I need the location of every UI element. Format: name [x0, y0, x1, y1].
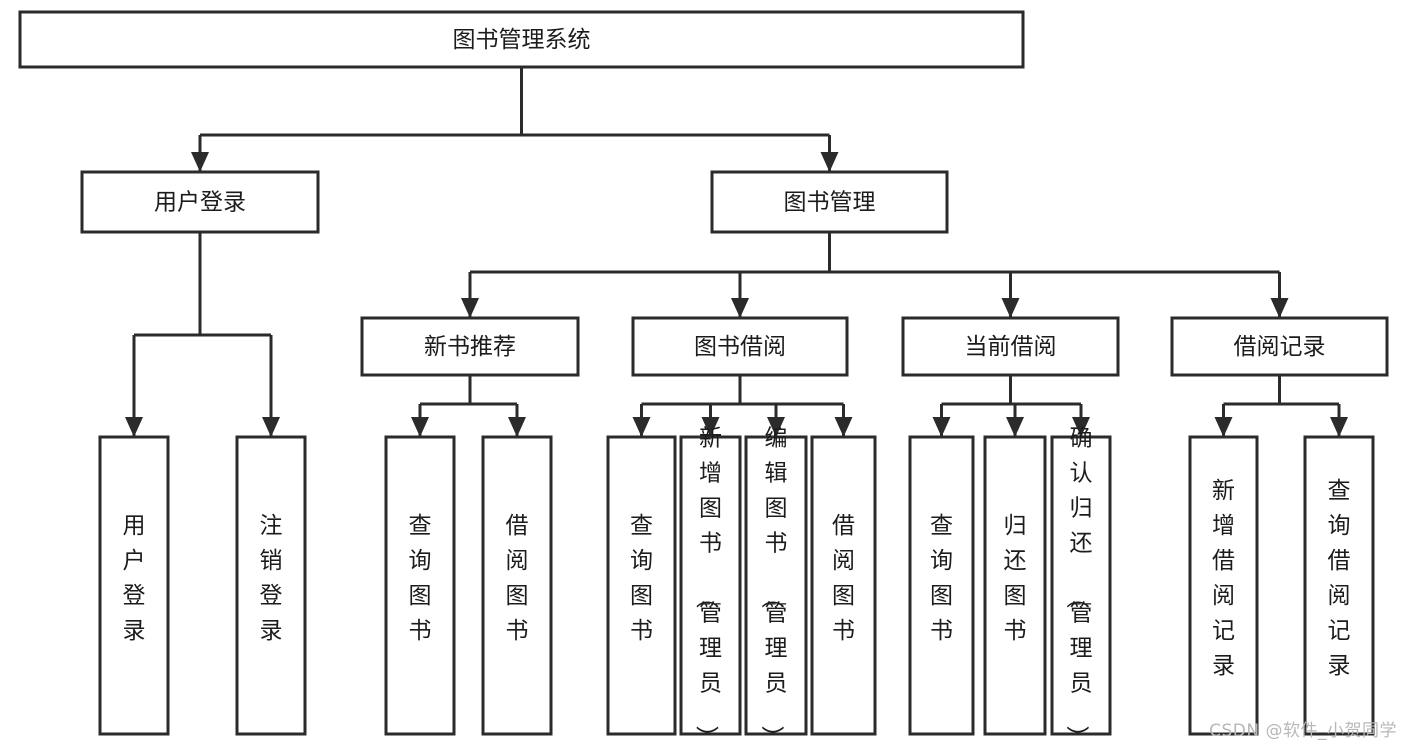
node-box — [908, 435, 975, 736]
arrow-head-icon — [932, 417, 951, 437]
node-label: 借阅记录 — [1234, 334, 1326, 360]
node-box — [1050, 435, 1112, 736]
node-label: 确认归还（管理员） — [1064, 426, 1093, 747]
arrow-head-icon — [125, 417, 143, 437]
node-label: 新书推荐 — [424, 334, 516, 360]
arrow-head-icon — [767, 417, 785, 437]
node-box — [631, 316, 849, 377]
node-box — [235, 435, 307, 736]
node-label: 新增借阅记录 — [1212, 478, 1235, 679]
node-label: 借阅图书 — [506, 513, 529, 644]
node-label: 查询借阅记录 — [1328, 478, 1351, 679]
node-leaf-query-book-3[interactable]: 查询图书 — [908, 435, 975, 736]
node-label: 借阅图书 — [832, 513, 855, 644]
node-layer: 图书管理系统用户登录图书管理新书推荐图书借阅当前借阅借阅记录用户登录注销登录查询… — [18, 10, 1389, 747]
node-label: 注销登录 — [260, 513, 283, 644]
node-leaf-query-book-1[interactable]: 查询图书 — [384, 435, 456, 736]
node-box — [360, 316, 580, 377]
node-label: 用户登录 — [123, 513, 146, 644]
node-label: 图书管理系统 — [453, 27, 591, 53]
node-label: 查询图书 — [630, 513, 653, 644]
node-box — [710, 170, 949, 234]
node-box — [1303, 435, 1375, 736]
node-l3-new-book-rec[interactable]: 新书推荐 — [360, 316, 580, 377]
arrow-head-icon — [632, 417, 651, 437]
arrow-head-icon — [701, 417, 720, 437]
node-leaf-query-record[interactable]: 查询借阅记录 — [1303, 435, 1375, 736]
arrow-head-icon — [834, 417, 853, 437]
arrow-head-icon — [731, 298, 749, 318]
node-label: 查询图书 — [930, 513, 953, 644]
node-l3-borrow-record[interactable]: 借阅记录 — [1170, 316, 1389, 377]
node-leaf-edit-book[interactable]: 编辑图书（管理员） — [744, 426, 808, 747]
arrow-head-icon — [1001, 298, 1020, 318]
node-leaf-user-login[interactable]: 用户登录 — [98, 435, 170, 736]
node-box — [606, 435, 677, 736]
node-root[interactable]: 图书管理系统 — [18, 10, 1025, 69]
node-box — [80, 170, 320, 234]
node-leaf-confirm-return[interactable]: 确认归还（管理员） — [1050, 426, 1112, 747]
node-box — [901, 316, 1120, 377]
arrow-head-icon — [508, 417, 526, 437]
node-box — [1170, 316, 1389, 377]
node-box — [384, 435, 456, 736]
arrow-head-icon — [262, 417, 280, 437]
node-leaf-borrow-book-1[interactable]: 借阅图书 — [481, 435, 553, 736]
node-leaf-borrow-book-2[interactable]: 借阅图书 — [810, 435, 877, 736]
node-l2-user-login[interactable]: 用户登录 — [80, 170, 320, 234]
node-l2-book-mgmt[interactable]: 图书管理 — [710, 170, 949, 234]
node-label: 图书借阅 — [694, 334, 786, 360]
node-leaf-add-record[interactable]: 新增借阅记录 — [1188, 435, 1259, 736]
node-label: 当前借阅 — [965, 334, 1057, 360]
arrow-head-icon — [461, 298, 479, 318]
arrow-head-icon — [1270, 298, 1289, 318]
node-box — [983, 435, 1047, 736]
node-leaf-return-book[interactable]: 归还图书 — [983, 435, 1047, 736]
node-label: 归还图书 — [1004, 513, 1027, 644]
node-box — [744, 435, 808, 736]
node-box — [98, 435, 170, 736]
node-l3-current-borrow[interactable]: 当前借阅 — [901, 316, 1120, 377]
arrow-head-icon — [191, 152, 209, 172]
node-l3-book-borrow[interactable]: 图书借阅 — [631, 316, 849, 377]
node-leaf-add-book[interactable]: 新增图书（管理员） — [679, 426, 742, 747]
watermark-text: CSDN @软件_小贺同学 — [1209, 721, 1397, 741]
arrow-head-icon — [1006, 417, 1024, 437]
node-leaf-query-book-2[interactable]: 查询图书 — [606, 435, 677, 736]
node-label: 图书管理 — [784, 190, 876, 216]
node-box — [18, 10, 1025, 69]
arrow-head-icon — [1214, 417, 1233, 437]
node-box — [679, 435, 742, 736]
connector-layer — [125, 67, 1348, 437]
node-box — [1188, 435, 1259, 736]
node-label: 用户登录 — [154, 190, 246, 216]
node-label: 查询图书 — [409, 513, 432, 644]
node-box — [481, 435, 553, 736]
node-label: 编辑图书（管理员） — [759, 426, 788, 747]
node-box — [810, 435, 877, 736]
arrow-head-icon — [1330, 417, 1348, 437]
node-label: 新增图书（管理员） — [693, 426, 722, 747]
arrow-head-icon — [411, 417, 429, 437]
node-leaf-logout[interactable]: 注销登录 — [235, 435, 307, 736]
arrow-head-icon — [1072, 417, 1090, 437]
arrow-head-icon — [820, 152, 839, 172]
